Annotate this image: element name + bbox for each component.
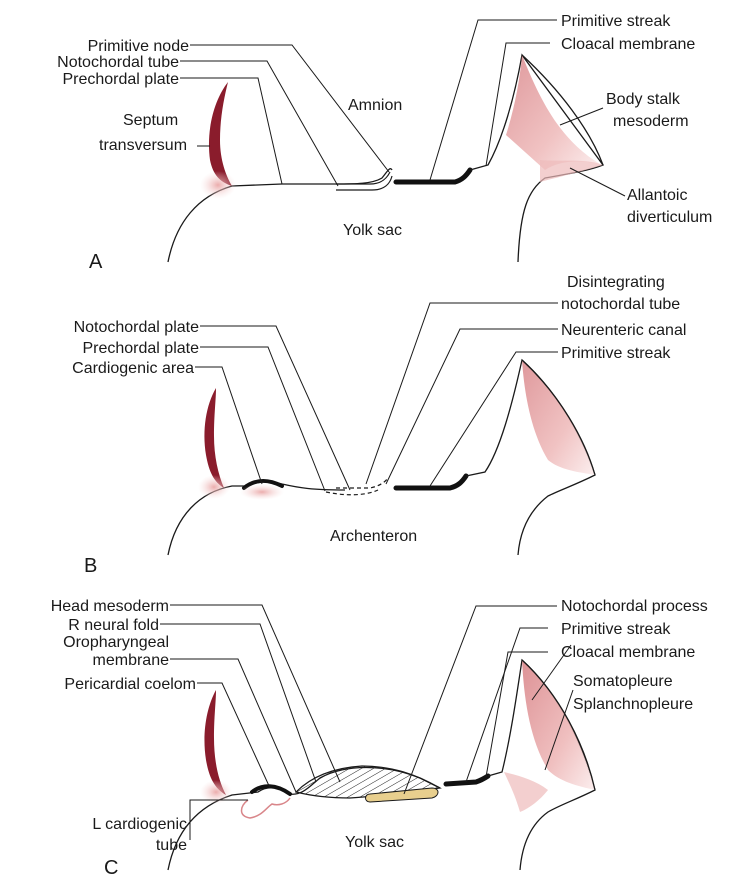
panel-b-leader-notochordal-plate — [200, 326, 350, 490]
panel-a-allantoic-label-1: Allantoic — [627, 187, 687, 204]
panel-b-primitive-streak-label: Primitive streak — [561, 345, 671, 362]
panel-a-septum-label-1: Septum — [123, 112, 178, 129]
panel-c-l-cardiogenic-label-2: tube — [156, 837, 187, 854]
panel-b-cardiogenic-glow — [240, 484, 284, 500]
panel-c-letter: C — [104, 857, 118, 874]
panel-a-allantoic-label-2: diverticulum — [627, 209, 712, 226]
panel-a-leader-body-stalk — [560, 108, 603, 125]
panel-a-septum-transversum — [209, 82, 232, 186]
panel-b-septum-glow — [198, 475, 230, 499]
panel-a-septum-glow — [200, 171, 236, 199]
panel-a-cloacal-membrane-label: Cloacal membrane — [561, 36, 695, 53]
panel-b-cardiogenic-label: Cardiogenic area — [72, 360, 194, 377]
panel-a-notochordal-tube-label: Notochordal tube — [57, 54, 179, 71]
panel-a-yolk-sac-label: Yolk sac — [343, 222, 402, 239]
panel-a-body-stalk-label-2: mesoderm — [613, 113, 689, 130]
panel-a-primitive-streak-label: Primitive streak — [561, 13, 671, 30]
panel-a-primitive-node-label: Primitive node — [88, 38, 189, 55]
panel-b-letter: B — [84, 555, 97, 577]
panel-c-leader-r-neural-fold — [160, 624, 316, 782]
panel-c-oropharyngeal-label-1: Oropharyngeal — [63, 634, 169, 651]
panel-b-notochordal-plate-label: Notochordal plate — [74, 319, 200, 336]
panel-c-pericardial-coelom — [252, 786, 290, 794]
panel-c-notochordal-process-label: Notochordal process — [561, 598, 708, 615]
panel-a: Primitive node Notochordal tube Prechord… — [57, 13, 712, 273]
panel-a-leader-prechordal-plate — [180, 78, 282, 184]
panel-a-notochordal-tube — [336, 172, 392, 190]
panel-b-neurenteric-label: Neurenteric canal — [561, 322, 686, 339]
panel-b-prechordal-plate-label: Prechordal plate — [82, 340, 199, 357]
panel-a-body-stalk-mesoderm — [506, 55, 600, 170]
panel-c-oropharyngeal-label-2: membrane — [93, 652, 170, 669]
panel-c: Head mesoderm R neural fold Oropharyngea… — [51, 598, 708, 874]
panel-c-r-neural-fold-label: R neural fold — [68, 617, 159, 634]
panel-c-l-cardiogenic-tube — [242, 798, 291, 818]
panel-b-septum — [204, 388, 224, 488]
panel-a-primitive-streak — [396, 170, 470, 182]
panel-a-amnion-label: Amnion — [348, 97, 402, 114]
panel-c-somatopleure-label: Somatopleure — [573, 673, 673, 690]
panel-c-l-cardiogenic-label-1: L cardiogenic — [92, 816, 187, 833]
panel-a-letter: A — [89, 251, 103, 273]
panel-a-leader-notochordal-tube — [180, 61, 338, 186]
panel-a-body-stalk-label-1: Body stalk — [606, 91, 681, 108]
panel-c-cloacal-membrane-label: Cloacal membrane — [561, 644, 695, 661]
panel-c-head-mesoderm-label: Head mesoderm — [51, 598, 169, 615]
panel-b: Notochordal plate Prechordal plate Cardi… — [72, 274, 686, 577]
panel-c-primitive-streak-label: Primitive streak — [561, 621, 671, 638]
panel-a-septum-label-2: transversum — [99, 137, 187, 154]
panel-c-splanchnopleure — [504, 772, 548, 812]
panel-c-yolk-sac-label: Yolk sac — [345, 834, 404, 851]
panel-b-disintegrating-label-2: notochordal tube — [561, 296, 680, 313]
panel-c-leader-l-cardiogenic — [190, 800, 248, 840]
panel-a-leader-allantoic — [570, 168, 625, 196]
panel-b-leader-prechordal-plate — [200, 347, 325, 491]
panel-b-archenteron-label: Archenteron — [330, 528, 417, 545]
panel-c-septum — [204, 690, 226, 795]
panel-a-prechordal-plate-label: Prechordal plate — [62, 71, 179, 88]
panel-a-allantoic-diverticulum — [540, 160, 603, 182]
panel-b-body-stalk-mesoderm — [522, 360, 595, 475]
panel-b-primitive-streak — [396, 476, 466, 488]
panel-b-disintegrating-label-1: Disintegrating — [567, 274, 665, 291]
panel-c-splanchnopleure-label: Splanchnopleure — [573, 696, 693, 713]
panel-c-pericardial-label: Pericardial coelom — [64, 676, 196, 693]
panel-b-notochordal-plate — [326, 478, 388, 495]
